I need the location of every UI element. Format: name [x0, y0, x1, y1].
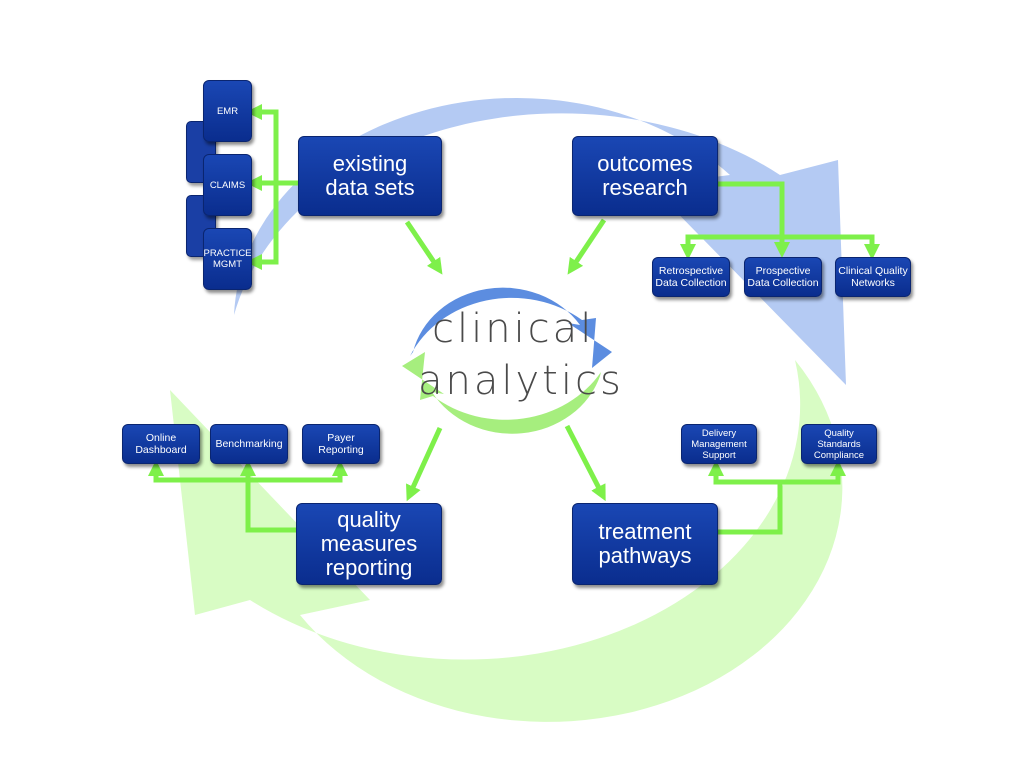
arrow-existing-to-center — [404, 220, 443, 275]
box-retrospective-line: Data Collection — [655, 277, 727, 289]
connector-standards — [780, 459, 847, 485]
connector-dashboard — [147, 459, 248, 483]
box-treatment-line: pathways — [598, 543, 692, 568]
box-prospective-line: Data Collection — [747, 277, 819, 289]
box-online-dashboard: Online Dashboard — [122, 424, 200, 464]
box-outcomes-line: research — [602, 175, 688, 200]
box-outcomes-research: outcomes research — [572, 136, 718, 216]
arrow-center-to-quality — [406, 426, 443, 502]
outer-blue-arc — [234, 97, 846, 385]
box-delivery-line: Management — [691, 438, 747, 450]
box-quality-line: measures — [320, 531, 418, 556]
center-green-arc — [402, 352, 601, 434]
connector-retrospective — [679, 234, 782, 261]
box-retrospective-line: Retrospective — [658, 265, 724, 277]
center-label-line1: clinical — [432, 306, 595, 352]
box-benchmarking: Benchmarking — [210, 424, 288, 464]
box-benchmarking-line: Benchmarking — [215, 438, 283, 450]
connector-quality — [239, 459, 296, 533]
box-networks-line: Clinical Quality — [838, 265, 908, 277]
box-dashboard-line: Online — [145, 432, 177, 444]
connector-networks — [782, 234, 881, 261]
box-dashboard-line: Dashboard — [135, 444, 187, 456]
box-emr: EMR — [203, 80, 252, 142]
connector-outcomes — [716, 181, 791, 259]
box-prospective-line: Prospective — [755, 265, 811, 277]
box-treatment-pathways: treatment pathways — [572, 503, 718, 585]
box-standards-line: Quality — [824, 427, 854, 439]
box-payer-line: Reporting — [318, 444, 364, 456]
box-quality-measures-reporting: quality measures reporting — [296, 503, 442, 585]
box-outcomes-line: outcomes — [597, 151, 693, 176]
box-networks-line: Networks — [851, 277, 895, 289]
box-payer-reporting: Payer Reporting — [302, 424, 380, 464]
box-quality-standards-compliance: Quality Standards Compliance — [801, 424, 877, 464]
box-standards-line: Compliance — [813, 449, 865, 461]
box-treatment-line: treatment — [598, 519, 692, 544]
outer-green-arc — [170, 360, 843, 722]
center-label-line2: analytics — [418, 358, 624, 404]
box-claims: CLAIMS — [203, 154, 252, 216]
box-existing-data-sets: existing data sets — [298, 136, 442, 216]
box-delivery-line: Support — [702, 449, 736, 461]
arrow-center-to-treatment — [564, 424, 606, 502]
box-clinical-quality-networks: Clinical Quality Networks — [835, 257, 911, 297]
box-quality-line: quality — [337, 507, 401, 532]
box-payer-line: Payer — [327, 432, 355, 444]
box-prospective: Prospective Data Collection — [744, 257, 822, 297]
box-existing-line: data sets — [325, 175, 415, 200]
box-delivery-management-support: Delivery Management Support — [681, 424, 757, 464]
center-blue-arc — [410, 287, 612, 368]
box-practice-line: MGMT — [212, 259, 243, 270]
connector-practice — [245, 183, 279, 271]
box-delivery-line: Delivery — [701, 427, 737, 439]
box-practice-line: PRACTICE — [203, 248, 252, 259]
connector-data-sources — [245, 103, 298, 186]
box-quality-line: reporting — [325, 555, 413, 580]
connector-payer — [248, 459, 349, 483]
box-practice-mgmt: PRACTICE MGMT — [203, 228, 252, 290]
box-retrospective: Retrospective Data Collection — [652, 257, 730, 297]
box-existing-line: existing — [332, 151, 408, 176]
box-claims-line: CLAIMS — [209, 179, 246, 191]
box-emr-line: EMR — [216, 105, 239, 117]
box-standards-line: Standards — [817, 438, 861, 450]
arrow-outcomes-to-center — [567, 218, 607, 275]
